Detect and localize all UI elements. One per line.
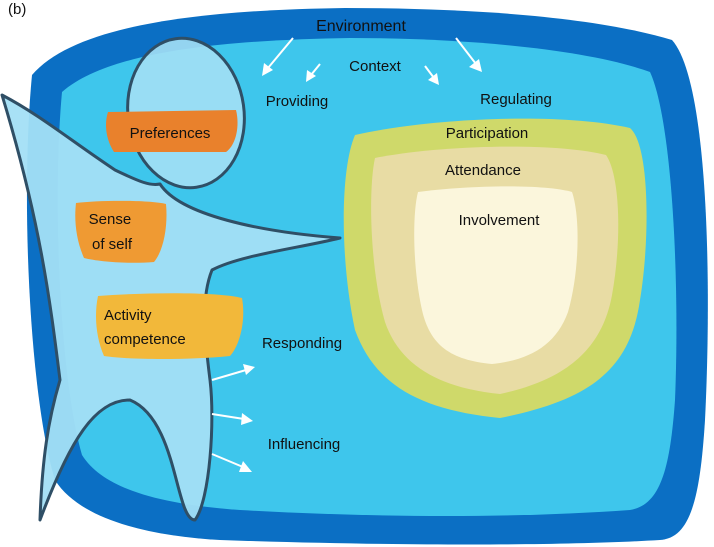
- sense-of-self-line-2: of self: [92, 236, 133, 253]
- participation-label: Participation: [446, 125, 529, 142]
- activity-competence-line-2: competence: [104, 331, 186, 348]
- sense-of-self-box: [75, 200, 167, 263]
- arrow-icon: [455, 37, 482, 72]
- activity-competence-line-1: Activity: [104, 307, 152, 324]
- providing-label: Providing: [266, 93, 329, 110]
- sense-of-self-label: Sense of self: [89, 211, 136, 253]
- influencing-label: Influencing: [268, 436, 341, 453]
- arrow-icon: [211, 413, 253, 425]
- arrow-icon: [262, 37, 294, 76]
- context-label: Context: [349, 58, 402, 75]
- attendance-label: Attendance: [445, 162, 521, 179]
- involvement-region: [414, 186, 578, 364]
- activity-competence-box: [96, 293, 244, 359]
- activity-competence-label: Activity competence: [104, 307, 186, 348]
- involvement-label: Involvement: [459, 212, 541, 229]
- environment-label: Environment: [316, 18, 406, 35]
- interaction-arrows: [211, 37, 482, 472]
- preferences-label: Preferences: [130, 125, 211, 142]
- panel-label: (b): [8, 1, 26, 18]
- preferences-box: [106, 110, 238, 152]
- arrow-icon: [424, 65, 439, 85]
- arrow-icon: [306, 63, 321, 82]
- sense-of-self-line-1: Sense: [89, 211, 132, 228]
- arrow-icon: [211, 453, 252, 472]
- arrow-icon: [211, 364, 255, 381]
- responding-label: Responding: [262, 335, 342, 352]
- regulating-label: Regulating: [480, 91, 552, 108]
